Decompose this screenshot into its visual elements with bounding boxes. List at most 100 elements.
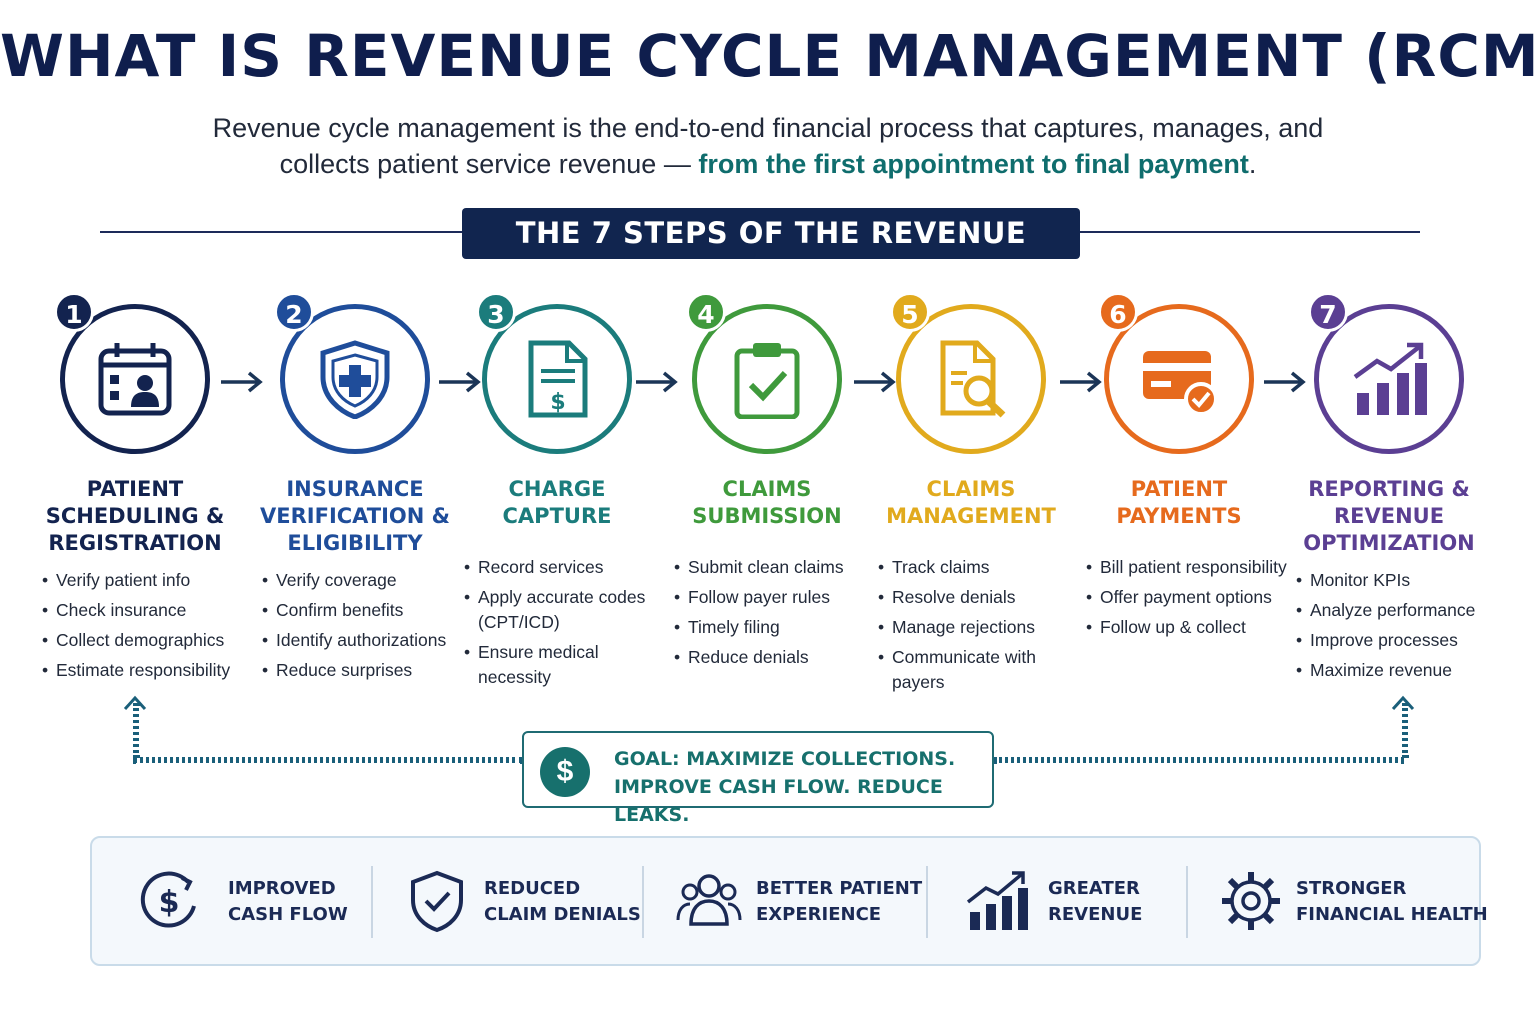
benefit-better-patient-experience: BETTER PATIENT EXPERIENCE [676, 838, 956, 964]
step-bullet: Reduce surprises [262, 658, 472, 683]
step-bullet: Timely filing [674, 615, 884, 640]
shield-plus-icon [320, 340, 390, 419]
benefits-bar: $ IMPROVED CASH FLOW REDUCED CLAIM DENIA… [90, 836, 1488, 966]
benefit-line-2: CLAIM DENIALS [484, 904, 641, 925]
benefit-line-2: FINANCIAL HEALTH [1296, 904, 1488, 925]
section-heading: THE 7 STEPS OF THE REVENUE CYCLE [462, 208, 1080, 301]
loop-arrowhead-left-icon [123, 695, 147, 711]
benefit-line-2: EXPERIENCE [756, 904, 882, 925]
clipboard-check-icon [734, 343, 800, 419]
benefit-greater-revenue: GREATER REVENUE [964, 838, 1204, 964]
people-icon [676, 874, 742, 926]
step-arrow-icon [636, 371, 678, 393]
step-number-badge: 5 [890, 292, 930, 332]
goal-line-2: IMPROVE CASH FLOW. REDUCE LEAKS. [614, 776, 943, 826]
dollar-coin-icon: $ [540, 747, 590, 797]
page-title: WHAT IS REVENUE CYCLE MANAGEMENT (RCM)? [0, 22, 1536, 90]
step-bullet: Apply accurate codes (CPT/ICD) [464, 585, 674, 635]
step-number-badge: 7 [1308, 292, 1348, 332]
step-bullet: Record services [464, 555, 674, 580]
step-number-badge: 6 [1098, 292, 1138, 332]
step-4: 4CLAIMSSUBMISSIONSubmit clean claimsFoll… [652, 292, 882, 712]
gear-icon [1222, 872, 1280, 930]
step-ring [692, 304, 842, 454]
step-title-line: REGISTRATION [48, 531, 222, 555]
document-search-icon [940, 340, 1006, 418]
step-arrow-icon [221, 371, 263, 393]
step-title: CLAIMS SUBMISSION [652, 476, 882, 530]
step-bullet: Bill patient responsibility [1086, 555, 1296, 580]
step-arrow-icon [439, 371, 481, 393]
step-bullet: Monitor KPIs [1296, 568, 1506, 593]
step-bullet: Resolve denials [878, 585, 1088, 610]
benefit-label: BETTER PATIENT EXPERIENCE [756, 876, 922, 928]
step-ring [60, 304, 210, 454]
benefit-improved-cash-flow: $ IMPROVED CASH FLOW [136, 838, 396, 964]
step-ring [280, 304, 430, 454]
benefit-label: GREATER REVENUE [1048, 876, 1142, 928]
benefit-line-1: BETTER PATIENT [756, 878, 923, 899]
benefit-line-1: STRONGER [1296, 878, 1407, 899]
benefit-line-2: CASH FLOW [228, 904, 348, 925]
step-bullet: Verify coverage [262, 568, 472, 593]
step-title-line: MANAGEMENT [886, 504, 1056, 528]
step-bullet: Identify authorizations [262, 628, 472, 653]
step-ring [896, 304, 1046, 454]
step-title-line: PAYMENTS [1116, 504, 1242, 528]
loop-line-left-horizontal [133, 757, 523, 763]
subtitle-line-2-end: . [1248, 149, 1257, 179]
step-bullet: Reduce denials [674, 645, 884, 670]
benefit-line-1: GREATER [1048, 878, 1140, 899]
benefit-divider [642, 866, 644, 938]
step-bullet: Ensure medical necessity [464, 640, 674, 690]
step-number-badge: 2 [274, 292, 314, 332]
step-bullet: Analyze performance [1296, 598, 1506, 623]
step-bullet-list: Record servicesApply accurate codes (CPT… [464, 555, 674, 695]
benefit-reduced-claim-denials: REDUCED CLAIM DENIALS [404, 838, 664, 964]
step-bullet: Communicate with payers [878, 645, 1088, 695]
loop-line-right-horizontal [994, 757, 1404, 763]
step-ring [1104, 304, 1254, 454]
step-bullet: Confirm benefits [262, 598, 472, 623]
step-bullet-list: Track claimsResolve denialsManage reject… [878, 555, 1088, 700]
step-title-line: CLAIMS [722, 477, 812, 501]
step-title-line: REPORTING & [1308, 477, 1470, 501]
step-bullet: Manage rejections [878, 615, 1088, 640]
benefit-line-2: REVENUE [1048, 904, 1143, 925]
subtitle-line-2: collects patient service revenue — from … [0, 146, 1536, 182]
step-bullet: Improve processes [1296, 628, 1506, 653]
shield-check-icon [411, 870, 463, 933]
step-bullet-list: Monitor KPIsAnalyze performanceImprove p… [1296, 568, 1506, 688]
svg-text:$: $ [550, 390, 565, 415]
subtitle-line-2-text: collects patient service revenue — [279, 149, 699, 179]
step-arrow-icon [854, 371, 896, 393]
step-bullet: Collect demographics [42, 628, 252, 653]
bar-growth-icon [966, 871, 1028, 930]
step-bullet: Submit clean claims [674, 555, 884, 580]
step-bullet: Estimate responsibility [42, 658, 252, 683]
step-title-line: PATIENT [1130, 477, 1228, 501]
loop-arrowhead-right-icon [1391, 695, 1415, 711]
step-bullet-list: Verify coverageConfirm benefitsIdentify … [262, 568, 472, 688]
benefit-divider [1186, 866, 1188, 938]
step-title: PATIENT PAYMENTS [1064, 476, 1294, 530]
goal-text: GOAL: MAXIMIZE COLLECTIONS. IMPROVE CASH… [614, 745, 984, 829]
step-title-line: CHARGE [508, 477, 606, 501]
step-bullet: Maximize revenue [1296, 658, 1506, 683]
step-title-line: SUBMISSION [692, 504, 842, 528]
step-bullet-list: Submit clean claimsFollow payer rulesTim… [674, 555, 884, 675]
step-number-badge: 1 [54, 292, 94, 332]
cash-flow-icon: $ [140, 871, 196, 928]
loop-line-right-vertical [1402, 703, 1408, 758]
step-title-line: INSURANCE [286, 477, 424, 501]
benefit-stronger-financial-health: STRONGER FINANCIAL HEALTH [1218, 838, 1488, 964]
benefit-divider [371, 866, 373, 938]
step-bullet: Offer payment options [1086, 585, 1296, 610]
